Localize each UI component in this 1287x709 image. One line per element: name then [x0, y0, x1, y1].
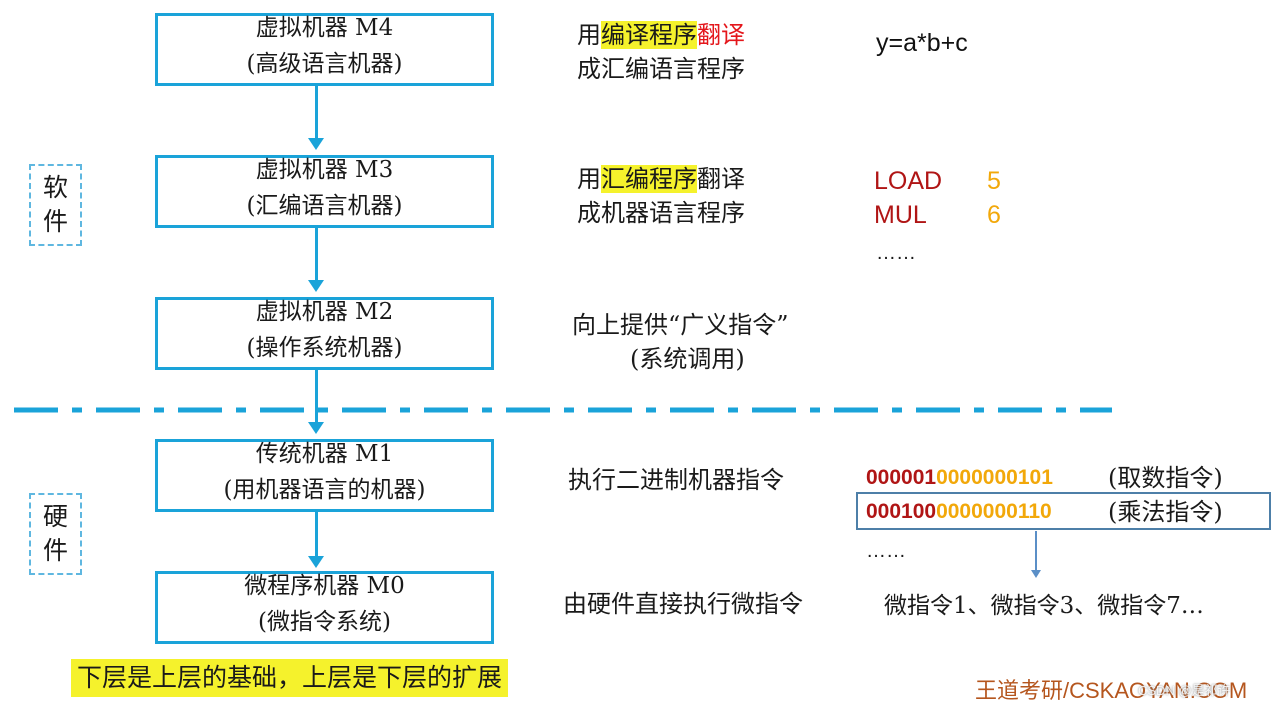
software-group-label: 软 件	[29, 164, 82, 246]
expand-pointer-line	[1035, 531, 1037, 571]
down-arrow-icon	[308, 280, 324, 292]
level-box-m2: 虚拟机器 M2 (操作系统机器)	[155, 297, 494, 370]
high-level-expression: y=a*b+c	[876, 29, 968, 57]
micro-instruction-sequence: 微指令1、微指令3、微指令7…	[884, 593, 1204, 619]
asm-op: MUL	[874, 201, 927, 229]
level-name: 微程序机器 M0	[244, 572, 405, 599]
note-m2-line2: (系统调用)	[630, 345, 745, 373]
binary-ellipsis: ……	[866, 540, 906, 562]
note-m0: 由硬件直接执行微指令	[563, 590, 803, 618]
binary-instruction: 0000010000000101	[866, 466, 1053, 489]
level-desc: (操作系统机器)	[246, 334, 403, 361]
connector-line	[315, 512, 318, 557]
note-m4-line2: 成汇编语言程序	[577, 55, 745, 83]
connector-line	[315, 370, 318, 422]
down-arrow-icon	[308, 556, 324, 568]
hardware-group-label: 硬 件	[29, 493, 82, 575]
highlighted-instruction-frame	[856, 492, 1271, 530]
summary-banner: 下层是上层的基础，上层是下层的扩展	[71, 659, 509, 697]
level-name: 虚拟机器 M4	[255, 14, 394, 41]
level-box-m3: 虚拟机器 M3 (汇编语言机器)	[155, 155, 494, 228]
software-hardware-divider	[14, 407, 1112, 413]
binary-instruction-label: (取数指令)	[1108, 464, 1223, 492]
level-name: 虚拟机器 M2	[255, 298, 394, 325]
connector-line	[315, 86, 318, 138]
note-m2-line1: 向上提供“广义指令”	[572, 311, 789, 339]
binary-instruction-label: (乘法指令)	[1108, 498, 1223, 526]
level-name: 传统机器 M1	[255, 440, 394, 467]
level-box-m0: 微程序机器 M0 (微指令系统)	[155, 571, 494, 644]
connector-line	[315, 228, 318, 280]
level-desc: (用机器语言的机器)	[223, 476, 426, 503]
watermark: CSDN @是祁许	[1138, 683, 1231, 698]
level-desc: (微指令系统)	[258, 608, 391, 635]
expand-pointer-arrow-icon	[1031, 570, 1041, 578]
asm-arg: 5	[987, 167, 1001, 195]
note-m1: 执行二进制机器指令	[568, 466, 784, 494]
note-m3-line1: 用汇编程序翻译	[577, 165, 745, 193]
level-box-m1: 传统机器 M1 (用机器语言的机器)	[155, 439, 494, 512]
level-name: 虚拟机器 M3	[255, 156, 394, 183]
level-box-m4: 虚拟机器 M4 (高级语言机器)	[155, 13, 494, 86]
brand-label: 王道考研/CSKAOYAN.COM	[975, 678, 1248, 703]
level-desc: (高级语言机器)	[246, 50, 403, 77]
level-desc: (汇编语言机器)	[246, 192, 403, 219]
asm-op: LOAD	[874, 167, 943, 195]
note-m3-line2: 成机器语言程序	[577, 199, 745, 227]
down-arrow-icon	[308, 138, 324, 150]
note-m4-line1: 用编译程序翻译	[577, 21, 745, 49]
asm-ellipsis: ……	[876, 242, 916, 264]
binary-instruction: 0001000000000110	[866, 500, 1052, 523]
down-arrow-icon	[308, 422, 324, 434]
asm-arg: 6	[987, 201, 1001, 229]
